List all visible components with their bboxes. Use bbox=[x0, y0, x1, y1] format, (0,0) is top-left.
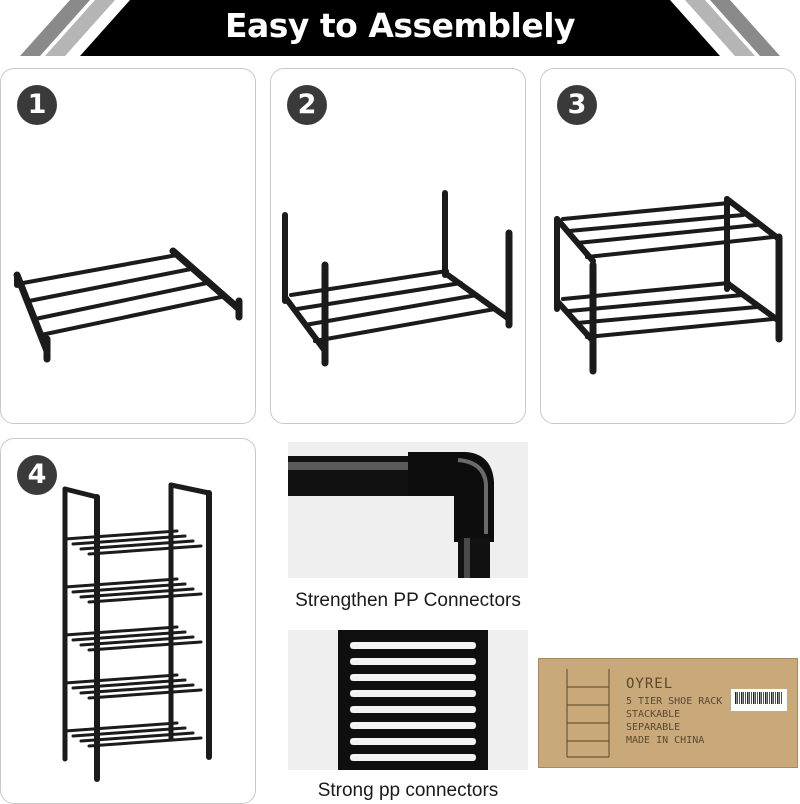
package-line: STACKABLE bbox=[626, 709, 681, 720]
step-3-badge: 3 bbox=[557, 85, 597, 125]
connector-caption-1: Strengthen PP Connectors bbox=[295, 590, 521, 611]
step-2-panel: 2 bbox=[270, 68, 526, 424]
box-rack-illustration bbox=[566, 669, 787, 758]
package-brand: OYREL bbox=[626, 676, 674, 692]
step-2-badge: 2 bbox=[287, 85, 327, 125]
banner-title: Easy to Assemblely bbox=[224, 6, 576, 45]
shelf-closeup-image bbox=[338, 630, 488, 770]
step-1-panel: 1 bbox=[0, 68, 256, 424]
rack-five-tier-illustration bbox=[62, 482, 212, 782]
corner-connector-image bbox=[288, 452, 494, 578]
package-label: OYREL 5 TIER SHOE RACK STACKABLE SEPARAB… bbox=[626, 676, 722, 747]
banner-stripes bbox=[20, 0, 780, 56]
connector-caption-2: Strong pp connectors bbox=[317, 780, 499, 801]
package-box bbox=[538, 658, 798, 768]
package-line: SEPARABLE bbox=[626, 722, 681, 733]
connector-photo bbox=[288, 442, 528, 578]
package-line: 5 TIER SHOE RACK bbox=[626, 696, 723, 707]
rack-shelf-illustration bbox=[13, 247, 243, 363]
rack-legs-illustration bbox=[282, 190, 513, 367]
step-3-panel: 3 bbox=[540, 68, 796, 424]
package-line: MADE IN CHINA bbox=[626, 735, 705, 746]
rack-two-tier-illustration bbox=[554, 196, 783, 375]
header-banner: Easy to Assemblely bbox=[0, 0, 800, 56]
step-4-panel: 4 bbox=[0, 438, 256, 804]
step-4-badge: 4 bbox=[17, 455, 57, 495]
step-1-badge: 1 bbox=[17, 85, 57, 125]
shelf-photo bbox=[288, 630, 528, 770]
